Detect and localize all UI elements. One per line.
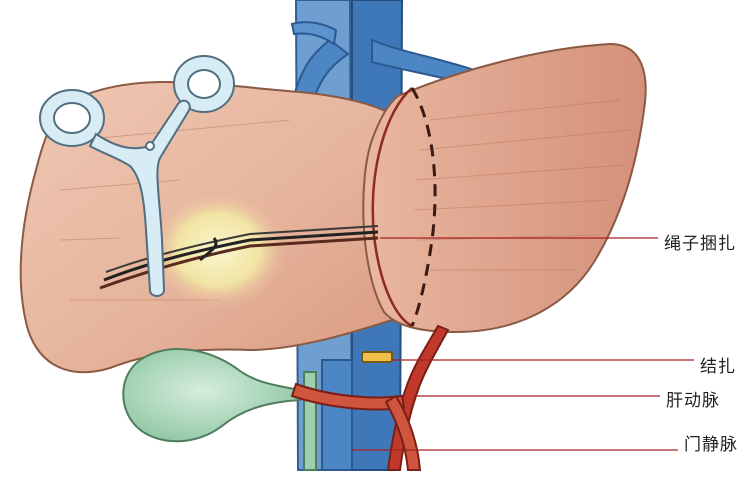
ligature-clip: [362, 352, 392, 362]
label-rope-tie: 绳子捆扎: [664, 229, 736, 254]
portal-vein: [322, 360, 352, 470]
label-portal-vein: 门静脉: [684, 430, 738, 455]
label-ligature: 结扎: [700, 352, 736, 377]
gallbladder: [123, 349, 300, 441]
liver-right-lobe: [363, 44, 645, 332]
label-hepatic-artery: 肝动脉: [666, 386, 720, 411]
tunnel-glow: [148, 190, 288, 310]
